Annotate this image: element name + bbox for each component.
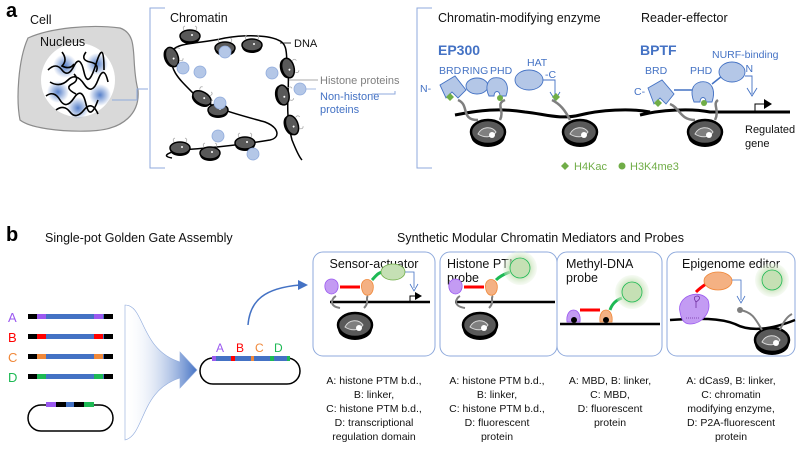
caption-ptm-1: A: histone PTM b.d., bbox=[449, 375, 544, 387]
part-d-label: D bbox=[8, 370, 17, 385]
part-a-label: A bbox=[8, 310, 17, 325]
chromatin-bracket bbox=[149, 7, 165, 169]
h4kac-legend-label: H4Kac bbox=[574, 161, 608, 173]
chromatin-illustration bbox=[160, 25, 318, 162]
cell-label: Cell bbox=[30, 13, 52, 27]
h4kac-mark bbox=[552, 93, 560, 101]
zoom-connector bbox=[112, 88, 148, 101]
enzyme-title: Chromatin-modifying enzyme bbox=[438, 11, 601, 25]
bptf-domain-nurf: NURF-binding bbox=[712, 49, 779, 61]
dna-parts: A B C D bbox=[8, 310, 113, 385]
assembled-label-a: A bbox=[216, 341, 224, 355]
box-captions: A: histone PTM b.d., B: linker, C: histo… bbox=[326, 375, 776, 443]
bptf-domain-phd: PHD bbox=[690, 65, 713, 77]
caption-methyl-3: D: fluorescent bbox=[578, 403, 643, 415]
ep300-domain-brd: BRD bbox=[439, 65, 462, 77]
caption-methyl-2: C: MBD, bbox=[590, 389, 630, 401]
h4kac-mark bbox=[654, 99, 662, 107]
caption-sensor-5: regulation domain bbox=[332, 431, 416, 443]
h3k4me3-legend-label: H3K4me3 bbox=[630, 161, 679, 173]
caption-methyl-4: protein bbox=[594, 417, 626, 429]
ep300-name: EP300 bbox=[438, 42, 480, 58]
caption-sensor-1: A: histone PTM b.d., bbox=[326, 375, 421, 387]
to-mediators-arrow bbox=[247, 284, 301, 326]
h3k4me3-mark bbox=[497, 95, 503, 101]
sensor-actuator-box: Sensor-actuator bbox=[312, 251, 436, 357]
part-c-domain bbox=[361, 279, 374, 296]
caption-ptm-4: D: fluorescent bbox=[465, 417, 530, 429]
epigenome-editor-title: Epigenome editor bbox=[682, 257, 780, 271]
bptf-name: BPTF bbox=[640, 42, 677, 58]
bptf-protein bbox=[647, 61, 758, 105]
part-c-label: C bbox=[8, 350, 17, 365]
panel-b-letter: b bbox=[6, 224, 18, 246]
epigenome-editor-box: Epigenome editor bbox=[666, 251, 796, 357]
reader-title: Reader-effector bbox=[641, 11, 728, 25]
assembled-plasmid: A B C D bbox=[199, 341, 301, 385]
assembly-arrow bbox=[124, 304, 198, 441]
chromatin-title: Chromatin bbox=[170, 11, 228, 25]
enzyme-nucleosomes bbox=[446, 93, 651, 149]
promoter-arrow bbox=[754, 103, 766, 112]
caption-ptm-2: B: linker, bbox=[477, 389, 517, 401]
nucleus-label: Nucleus bbox=[40, 35, 85, 49]
caption-editor-5: protein bbox=[715, 431, 747, 443]
assembled-label-b: B bbox=[236, 341, 244, 355]
methyl-dna-probe-title-1: Methyl-DNA bbox=[566, 257, 634, 271]
dna-label: DNA bbox=[294, 38, 318, 50]
regulated-gene-label-1: Regulated bbox=[745, 124, 795, 136]
part-d-domain bbox=[380, 263, 406, 281]
protein-bracket bbox=[416, 7, 432, 169]
cell-illustration bbox=[17, 25, 139, 132]
caption-editor-3: modifying enzyme, bbox=[687, 403, 775, 415]
bptf-n-term: -N bbox=[742, 63, 753, 75]
assembled-label-c: C bbox=[255, 341, 264, 355]
ep300-domain-hat: HAT bbox=[527, 57, 548, 69]
caption-sensor-3: C: histone PTM b.d., bbox=[326, 403, 422, 415]
methyl-dna-probe-box: Methyl-DNA probe bbox=[556, 251, 663, 357]
h3k4me3-mark bbox=[701, 100, 707, 106]
non-histone-protein-dots bbox=[176, 45, 307, 161]
sensor-actuator-title: Sensor-actuator bbox=[330, 257, 419, 271]
part-b-label: B bbox=[8, 330, 17, 345]
methyl-dna-probe-title-2: probe bbox=[566, 271, 598, 285]
caption-editor-4: D: P2A-fluorescent bbox=[687, 417, 775, 429]
h4kac-legend-icon bbox=[561, 162, 569, 170]
caption-editor-1: A: dCas9, B: linker, bbox=[686, 375, 775, 387]
ep300-n-term: N- bbox=[420, 83, 432, 95]
assembly-title: Single-pot Golden Gate Assembly bbox=[45, 231, 233, 245]
reader-nucleosome bbox=[639, 98, 790, 149]
backbone-plasmid bbox=[27, 402, 114, 432]
caption-methyl-1: A: MBD, B: linker, bbox=[569, 375, 651, 387]
panel-a-letter: a bbox=[6, 0, 18, 22]
dcas9-domain bbox=[679, 293, 710, 325]
histone-ptm-probe-box: Histone PTM probe bbox=[439, 251, 558, 357]
bptf-domain-brd: BRD bbox=[645, 65, 668, 77]
histone-ptm-probe-title-1: Histone PTM bbox=[447, 257, 519, 271]
ep300-c-term: -C bbox=[545, 69, 556, 81]
mediators-title: Synthetic Modular Chromatin Mediators an… bbox=[397, 231, 684, 245]
histone-mark-legend: H4Kac H3K4me3 bbox=[561, 161, 679, 173]
non-histone-proteins-label-2: proteins bbox=[320, 104, 360, 116]
part-a-domain bbox=[324, 278, 339, 295]
caption-editor-2: C: chromatin bbox=[701, 389, 761, 401]
caption-sensor-2: B: linker, bbox=[354, 389, 394, 401]
non-histone-proteins-label-1: Non-histone bbox=[320, 91, 379, 103]
ep300-protein bbox=[439, 69, 561, 101]
nucleus-chromatin bbox=[45, 51, 111, 119]
h4kac-mark bbox=[446, 93, 454, 101]
caption-ptm-5: protein bbox=[481, 431, 513, 443]
protein-connector bbox=[372, 91, 396, 95]
ep300-domain-phd: PHD bbox=[490, 65, 513, 77]
ep300-domain-ring: RING bbox=[462, 65, 488, 77]
caption-ptm-3: C: histone PTM b.d., bbox=[449, 403, 545, 415]
bptf-c-term: C- bbox=[634, 86, 646, 98]
histone-proteins-label: Histone proteins bbox=[320, 75, 400, 87]
assembled-label-d: D bbox=[274, 341, 283, 355]
h3k4me3-legend-icon bbox=[618, 162, 626, 170]
caption-sensor-4: D: transcriptional bbox=[335, 417, 414, 429]
regulated-gene-label-2: gene bbox=[745, 138, 769, 150]
